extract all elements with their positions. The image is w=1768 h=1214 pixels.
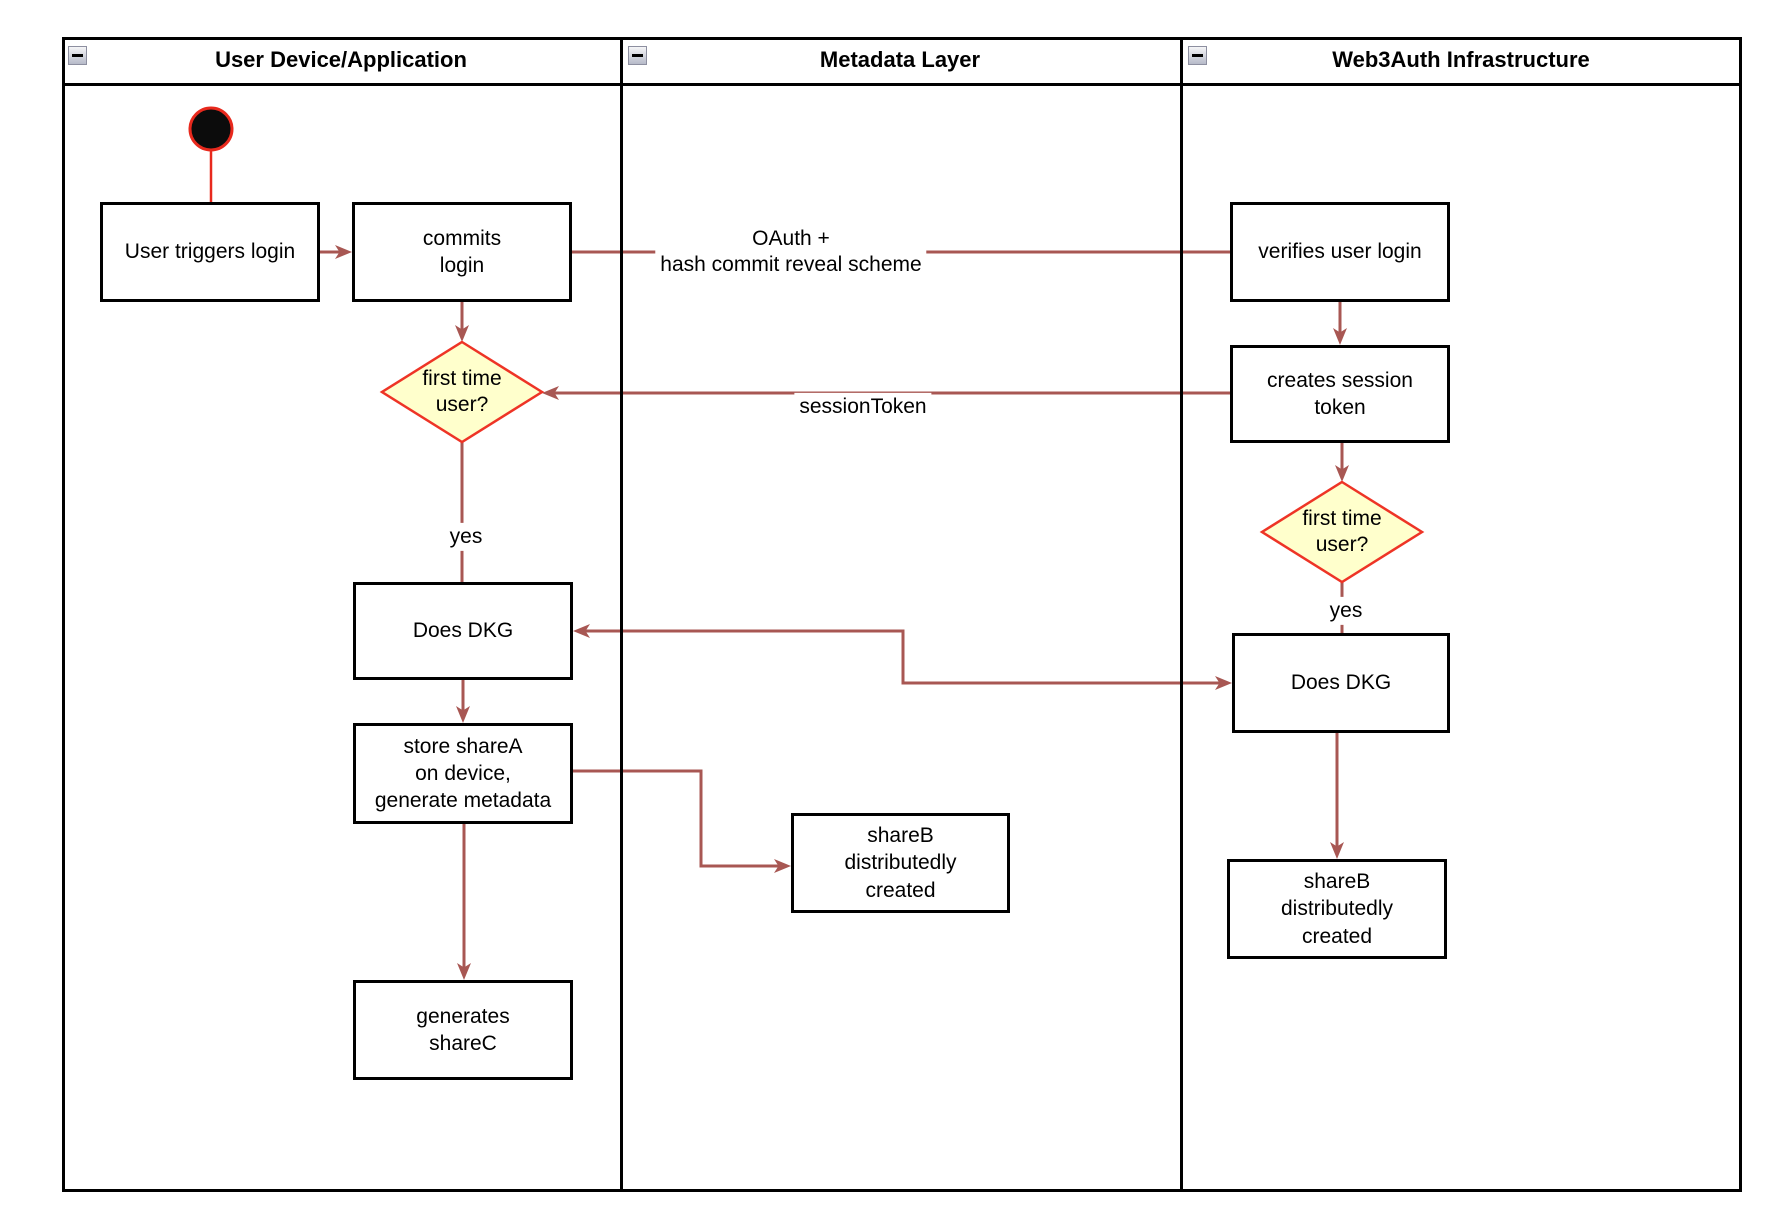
edge-label-yes-device: yes <box>444 522 488 552</box>
node-verifies-user-login[interactable]: verifies user login <box>1230 202 1450 302</box>
edge-sharea-to-shareb-metadata <box>573 769 779 868</box>
node-does-dkg-device[interactable]: Does DKG <box>353 582 573 680</box>
start-node[interactable] <box>188 106 234 152</box>
arrowhead <box>455 325 469 342</box>
arrowhead <box>457 963 471 980</box>
edge-label-oauth: OAuth + hash commit reveal scheme <box>655 224 927 280</box>
collapse-lane-user-device-button[interactable] <box>68 46 87 65</box>
arrowhead <box>1335 465 1349 482</box>
decision-first-time-user-device[interactable] <box>379 340 545 444</box>
collapse-lane-metadata-button[interactable] <box>628 46 647 65</box>
lane-divider-2 <box>1180 37 1183 1192</box>
arrowhead <box>573 624 590 638</box>
minus-icon <box>632 54 643 57</box>
edge-dkg-device-infra-link <box>585 629 1220 685</box>
arrowhead <box>1330 842 1344 859</box>
arrowhead <box>456 706 470 723</box>
edge-label-yes-infra: yes <box>1324 596 1368 626</box>
arrowhead <box>542 386 559 400</box>
minus-icon <box>72 54 83 57</box>
lane-title-user-device: User Device/Application <box>215 47 467 72</box>
node-shareb-infra[interactable]: shareB distributedly created <box>1227 859 1447 959</box>
arrowhead <box>1215 676 1232 690</box>
header-divider <box>62 83 1742 86</box>
node-does-dkg-infra[interactable]: Does DKG <box>1232 633 1450 733</box>
node-generates-sharec[interactable]: generates shareC <box>353 980 573 1080</box>
decision-text-device: first time user? <box>422 366 502 416</box>
node-store-sharea[interactable]: store shareA on device, generate metadat… <box>353 723 573 824</box>
node-user-triggers-login[interactable]: User triggers login <box>100 202 320 302</box>
collapse-lane-web3auth-button[interactable] <box>1188 46 1207 65</box>
decision-first-time-user-infra[interactable] <box>1259 480 1425 584</box>
minus-icon <box>1192 54 1203 57</box>
node-creates-session-token[interactable]: creates session token <box>1230 345 1450 443</box>
node-shareb-metadata[interactable]: shareB distributedly created <box>791 813 1010 913</box>
decision-text-infra: first time user? <box>1302 506 1382 556</box>
lane-title-metadata: Metadata Layer <box>819 47 981 72</box>
arrowhead <box>1333 328 1347 345</box>
lane-divider-1 <box>620 37 623 1192</box>
arrowhead <box>335 245 352 259</box>
arrowhead <box>774 859 791 873</box>
lane-title-web3auth: Web3Auth Infrastructure <box>1332 47 1590 72</box>
edge-label-session-token: sessionToken <box>794 392 932 422</box>
node-commits-login[interactable]: commits login <box>352 202 572 302</box>
